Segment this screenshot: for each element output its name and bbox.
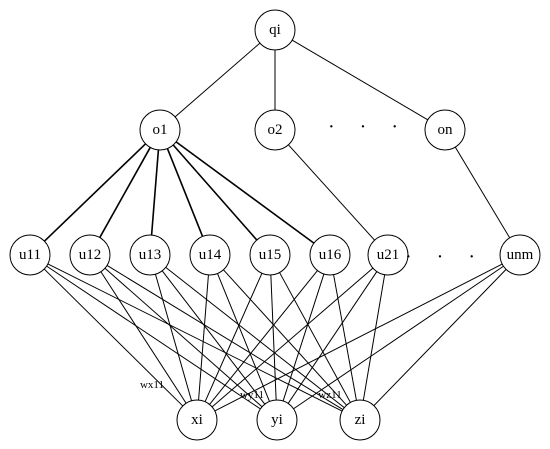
edge-u16-yi <box>282 273 325 402</box>
node-u14: u14 <box>189 234 231 276</box>
edge-qi-o1 <box>174 42 261 118</box>
ellipsis-output-layer: · · · <box>328 116 408 138</box>
edge-u15-xi <box>204 273 263 402</box>
edge-u21-yi <box>287 271 378 404</box>
edges-layer <box>43 39 511 412</box>
node-circle-u16 <box>309 234 351 276</box>
node-label-xi: xi <box>191 412 203 428</box>
edge-o1-u13 <box>150 149 160 236</box>
edge-u11-xi <box>43 268 184 407</box>
edge-u12-yi <box>104 267 263 408</box>
node-qi: qi <box>254 9 296 51</box>
node-circle-u12 <box>69 234 111 276</box>
node-label-qi: qi <box>269 22 281 38</box>
node-on: on <box>424 109 466 151</box>
node-label-unm: unm <box>507 247 534 263</box>
edge-u21-xi <box>211 267 374 408</box>
edge-o1-u12 <box>99 147 151 238</box>
edge-o1-u11 <box>43 143 147 242</box>
edge-on-unm <box>454 146 511 239</box>
edge-unm-zi <box>373 269 507 406</box>
node-u11: u11 <box>9 234 51 276</box>
node-label-u13: u13 <box>139 247 162 263</box>
node-circle-o1 <box>139 109 181 151</box>
edge-o1-u15 <box>172 144 258 241</box>
node-u15: u15 <box>249 234 291 276</box>
node-circle-yi <box>256 399 298 441</box>
node-label-on: on <box>438 122 454 138</box>
edge-o1-u14 <box>166 148 204 237</box>
weight-label-wx11: wx11 <box>140 379 164 391</box>
node-circle-on <box>424 109 466 151</box>
node-o1: o1 <box>139 109 181 151</box>
node-u13: u13 <box>129 234 171 276</box>
edge-unm-yi <box>293 265 504 410</box>
edge-qi-on <box>291 39 429 121</box>
edge-o1-u16 <box>175 141 315 244</box>
node-circle-zi <box>339 399 381 441</box>
node-zi: zi <box>339 399 381 441</box>
node-u16: u16 <box>309 234 351 276</box>
node-circle-u21 <box>367 234 409 276</box>
edge-u14-yi <box>217 273 270 402</box>
node-circle-xi <box>176 399 218 441</box>
edge-u13-zi <box>165 266 345 409</box>
edge-u16-xi <box>209 270 318 405</box>
node-circle-unm <box>499 234 541 276</box>
node-label-u12: u12 <box>79 247 102 263</box>
edge-unm-xi <box>214 263 503 412</box>
edge-u21-zi <box>362 274 386 401</box>
node-circle-u13 <box>129 234 171 276</box>
node-label-u21: u21 <box>377 247 400 263</box>
nodes-layer: qi o1 o2 on u11 u12 u13 u14 u15 u16 u21 unm xi yi zi <box>9 9 541 441</box>
node-unm: unm <box>499 234 541 276</box>
edge-u11-zi <box>47 263 343 412</box>
node-o2: o2 <box>254 109 296 151</box>
edge-u12-xi <box>100 271 187 404</box>
node-circle-u14 <box>189 234 231 276</box>
edge-u14-zi <box>223 269 347 406</box>
node-label-u16: u16 <box>319 247 342 263</box>
edge-u12-zi <box>106 265 344 410</box>
node-circle-o2 <box>254 109 296 151</box>
node-yi: yi <box>256 399 298 441</box>
edge-u15-yi <box>270 274 277 401</box>
node-circle-qi <box>254 9 296 51</box>
weight-label-wz11: wz11 <box>318 389 341 401</box>
node-xi: xi <box>176 399 218 441</box>
edge-u14-xi <box>198 274 209 401</box>
node-label-o1: o1 <box>153 122 168 138</box>
node-label-o2: o2 <box>268 122 283 138</box>
ellipsis-hidden-layer: · · · <box>405 246 485 268</box>
node-label-u14: u14 <box>199 247 222 263</box>
weight-label-wy11: wy11 <box>240 389 264 401</box>
node-label-u11: u11 <box>19 247 41 263</box>
edge-u13-yi <box>161 270 266 405</box>
node-u21: u21 <box>367 234 409 276</box>
node-circle-u11 <box>9 234 51 276</box>
edge-o2-u21 <box>288 144 375 241</box>
node-label-u15: u15 <box>259 247 282 263</box>
edge-u13-xi <box>154 274 193 401</box>
edge-u15-zi <box>279 272 351 403</box>
node-label-zi: zi <box>355 412 366 428</box>
node-circle-u15 <box>249 234 291 276</box>
node-label-yi: yi <box>271 412 283 428</box>
node-u12: u12 <box>69 234 111 276</box>
edge-u16-zi <box>333 274 357 401</box>
